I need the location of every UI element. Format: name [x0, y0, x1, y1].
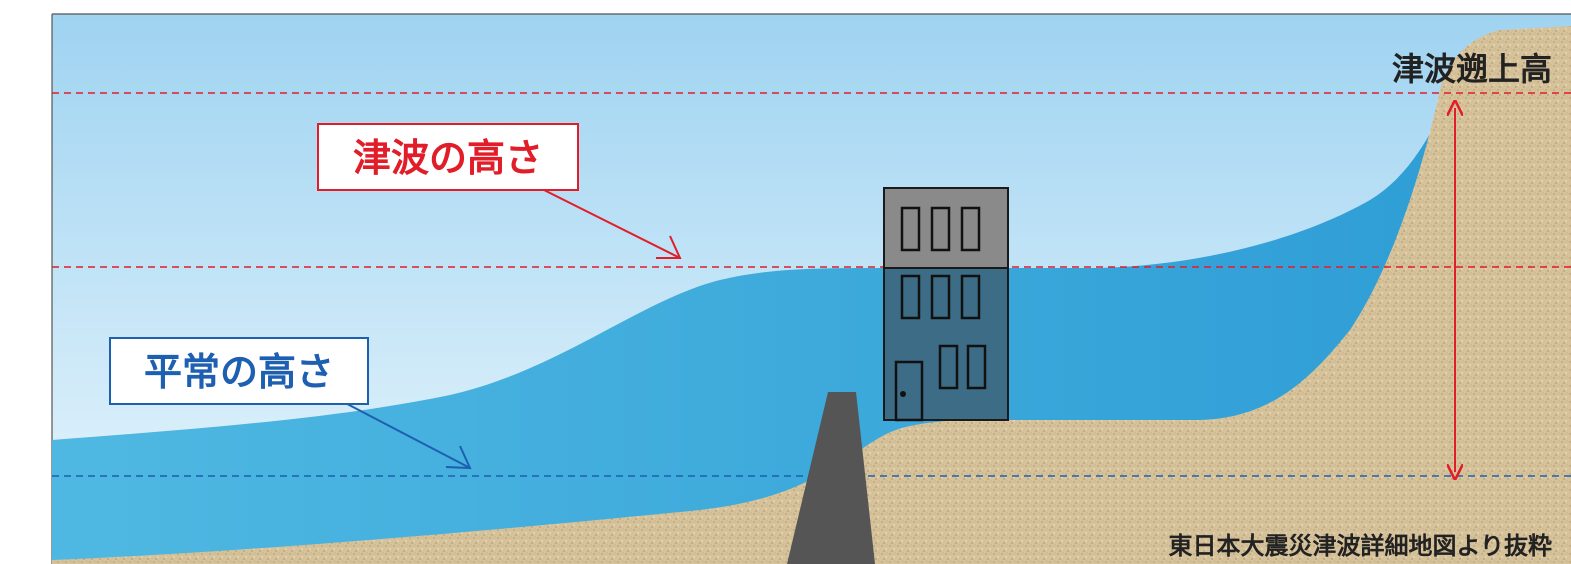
building — [884, 188, 1008, 420]
runup-height-label: 津波遡上高 — [1392, 50, 1552, 88]
door-knob — [900, 391, 906, 397]
normal-height-label: 平常の高さ — [144, 350, 334, 394]
tsunami-height-label: 津波の高さ — [353, 136, 543, 180]
source-note: 東日本大震災津波詳細地図より抜粋 — [1168, 532, 1552, 560]
